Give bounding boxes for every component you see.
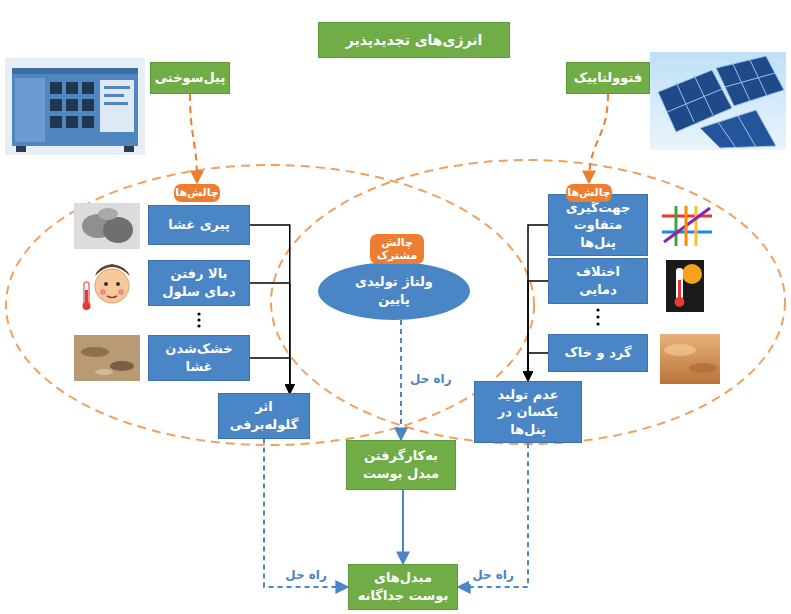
node-text: چالش‌ها [567, 186, 611, 199]
connector [250, 358, 290, 393]
connector [402, 490, 404, 564]
aging-hands-photo [74, 203, 140, 249]
connector [528, 281, 548, 381]
node-text: به‌کارگرفتن مبدل بوست [353, 447, 449, 482]
common-challenge-tag: چالش مشترک [370, 234, 424, 264]
connector [528, 353, 548, 381]
dry-soil-photo [74, 335, 140, 381]
node-text: اختلاف دمایی [555, 263, 641, 298]
node-text: پیل‌سوختی [155, 69, 226, 87]
photovoltaic-region [271, 160, 785, 444]
node-text: پیری غشا [168, 216, 230, 234]
effect-box: عدم تولید یکسان در پنل‌ها [474, 381, 582, 444]
node-text: بالا رفتن دمای سلول [155, 265, 243, 300]
solution-box: مبدل‌های بوست جداگانه [348, 564, 458, 610]
connector [250, 283, 290, 393]
challenge-box: گرد و خاک [548, 334, 648, 372]
title-text: انرژی‌های تجدیدپذیر [346, 31, 482, 50]
node-text: مبدل‌های بوست جداگانه [355, 569, 451, 604]
source-label: پیل‌سوختی [150, 62, 230, 94]
connector [250, 225, 290, 393]
challenge-tag: چالش‌ها [566, 184, 612, 202]
connector [400, 320, 402, 440]
connector [190, 94, 197, 183]
challenge-box: بالا رفتن دمای سلول [148, 260, 250, 306]
challenge-box: خشک‌شدن غشا [148, 335, 250, 380]
common-challenge-oval: ولتاژ تولیدی پایین [318, 262, 470, 320]
node-text: عدم تولید یکسان در پنل‌ها [481, 386, 575, 439]
edge-label: راه حل [282, 568, 330, 584]
effect-box: اثر گلوله‌برفی [218, 393, 310, 438]
node-text: چالش‌ها [175, 186, 219, 199]
heat-icon [666, 260, 704, 312]
node-text: جهت‌گیری متفاوت پنل‌ها [555, 199, 641, 252]
connector [264, 439, 348, 587]
node-text: ولتاژ تولیدی پایین [338, 273, 450, 308]
solar-panel-photo [650, 52, 786, 150]
node-text: گرد و خاک [565, 344, 632, 362]
connector [589, 94, 608, 183]
hot-child-icon [83, 264, 131, 310]
node-text: خشک‌شدن غشا [155, 340, 243, 375]
challenge-box: جهت‌گیری متفاوت پنل‌ها [548, 194, 648, 257]
solution-box: به‌کارگرفتن مبدل بوست [346, 440, 456, 490]
challenge-tag: چالش‌ها [174, 184, 220, 202]
edge-label: راه حل [407, 372, 455, 388]
node-text: چالش مشترک [374, 236, 420, 262]
title-box: انرژی‌های تجدیدپذیر [318, 22, 510, 58]
node-text: اثر گلوله‌برفی [225, 398, 303, 433]
fuel-cell-region [6, 165, 534, 445]
fuel-cell-photo [5, 58, 145, 155]
connector [458, 443, 528, 587]
connector [528, 225, 548, 381]
dust-photo [660, 334, 720, 384]
source-label: فتوولتاییک [566, 62, 650, 94]
challenge-box: پیری غشا [148, 205, 250, 245]
orientation-icon [662, 206, 712, 246]
edge-label: راه حل [469, 568, 517, 584]
challenge-box: اختلاف دمایی [548, 258, 648, 303]
node-text: فتوولتاییک [574, 69, 643, 87]
